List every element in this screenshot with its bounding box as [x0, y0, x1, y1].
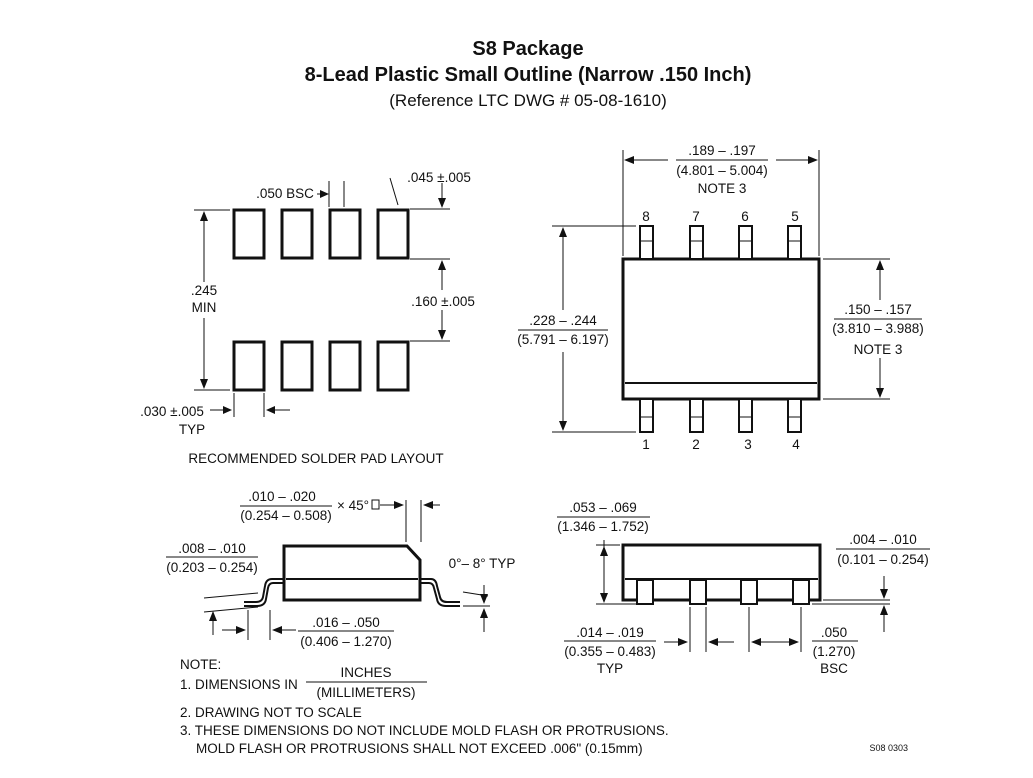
pin-number: 5 — [791, 209, 799, 224]
lead-width-mm: (0.355 – 0.483) — [564, 644, 656, 659]
notes-block: NOTE: 1. DIMENSIONS IN INCHES (MILLIMETE… — [180, 657, 908, 756]
note-2: 2. DRAWING NOT TO SCALE — [180, 705, 362, 720]
note-3-line-1: 3. THESE DIMENSIONS DO NOT INCLUDE MOLD … — [180, 723, 669, 738]
solder-pad-layout: .245 MIN .050 BSC .045 ±.005 .160 ±.005 … — [140, 170, 475, 466]
solder-pad — [280, 340, 314, 392]
lead-thickness-mm: (0.203 – 0.254) — [166, 560, 258, 575]
pad-pitch-dimension: .050 BSC — [256, 186, 314, 201]
lead-pitch-bsc-label: BSC — [820, 661, 848, 676]
lead-pin — [738, 225, 753, 260]
body-length-note: NOTE 3 — [698, 181, 747, 196]
package-height-inches: .053 – .069 — [569, 500, 637, 515]
pin-number: 8 — [642, 209, 650, 224]
lead-end — [636, 579, 654, 605]
foot-length-inches: .016 – .050 — [312, 615, 380, 630]
lead-pitch-inches: .050 — [821, 625, 847, 640]
pad-width-dimension: .045 ±.005 — [407, 170, 471, 185]
pad-gap-dimension: .160 ±.005 — [411, 294, 475, 309]
pin-number: 1 — [642, 437, 650, 452]
note-1-units-inches: INCHES — [340, 665, 391, 680]
solder-pad — [328, 340, 362, 392]
chamfer-mm: (0.254 – 0.508) — [240, 508, 332, 523]
pad-length-dimension: .030 ±.005 — [140, 404, 204, 419]
note-1-units-mm: (MILLIMETERS) — [316, 685, 415, 700]
lead-end — [792, 579, 810, 605]
pin-number: 3 — [744, 437, 752, 452]
body-width-note: NOTE 3 — [854, 342, 903, 357]
lead-thickness-inches: .008 – .010 — [178, 541, 246, 556]
end-view: .053 – .069 (1.346 – 1.752) .004 – .010 … — [557, 500, 930, 676]
standoff-inches: .004 – .010 — [849, 532, 917, 547]
lead-pin — [689, 398, 704, 433]
lead-pin — [738, 398, 753, 433]
solder-pad — [376, 340, 410, 392]
standoff-mm: (0.101 – 0.254) — [837, 552, 929, 567]
foot-angle: 0°– 8° TYP — [449, 556, 516, 571]
reference-drawing: (Reference LTC DWG # 05-08-1610) — [389, 91, 666, 110]
pad-span-min-label: MIN — [192, 300, 217, 315]
pad-length-typ-label: TYP — [179, 422, 205, 437]
lead-pin — [639, 398, 654, 433]
body-length-inches: .189 – .197 — [688, 143, 756, 158]
pad-layout-caption: RECOMMENDED SOLDER PAD LAYOUT — [188, 451, 443, 466]
solder-pad — [232, 340, 266, 392]
total-width-inches: .228 – .244 — [529, 313, 597, 328]
lead-pin — [787, 398, 802, 433]
notes-heading: NOTE: — [180, 657, 221, 672]
lead-width-typ-label: TYP — [597, 661, 623, 676]
pin-number: 4 — [792, 437, 800, 452]
package-body-side — [282, 544, 422, 602]
chamfer-inches: .010 – .020 — [248, 489, 316, 504]
body-width-mm: (3.810 – 3.988) — [832, 321, 924, 336]
pin-number: 6 — [741, 209, 749, 224]
body-length-mm: (4.801 – 5.004) — [676, 163, 768, 178]
body-width-inches: .150 – .157 — [844, 302, 912, 317]
lead-pitch-mm: (1.270) — [813, 644, 856, 659]
solder-pad — [280, 208, 314, 260]
lead-pin — [689, 225, 704, 260]
note-3-line-2: MOLD FLASH OR PROTRUSIONS SHALL NOT EXCE… — [196, 741, 643, 756]
package-body-top — [621, 257, 821, 401]
page-title: S8 Package — [472, 38, 583, 60]
page-subtitle: 8-Lead Plastic Small Outline (Narrow .15… — [305, 64, 752, 86]
pad-span-dimension: .245 — [191, 283, 217, 298]
lead-end — [689, 579, 707, 605]
solder-pad — [232, 208, 266, 260]
package-body-end — [621, 543, 822, 602]
side-view: .010 – .020 (0.254 – 0.508) × 45° .008 –… — [166, 489, 515, 649]
pin-number: 7 — [692, 209, 700, 224]
solder-pad — [328, 208, 362, 260]
note-1: 1. DIMENSIONS IN — [180, 677, 298, 692]
pin-number: 2 — [692, 437, 700, 452]
lead-pin — [639, 225, 654, 260]
solder-pad — [376, 208, 410, 260]
lead-pin — [787, 225, 802, 260]
lead-width-inches: .014 – .019 — [576, 625, 644, 640]
total-width-mm: (5.791 – 6.197) — [517, 332, 609, 347]
chamfer-angle: × 45° — [337, 498, 369, 513]
foot-length-mm: (0.406 – 1.270) — [300, 634, 392, 649]
lead-end — [740, 579, 758, 605]
package-height-mm: (1.346 – 1.752) — [557, 519, 649, 534]
drawing-code: S08 0303 — [869, 743, 908, 753]
top-view: 8 7 6 5 1 2 3 4 .189 – .197 (4.801 – 5.0… — [517, 143, 924, 452]
